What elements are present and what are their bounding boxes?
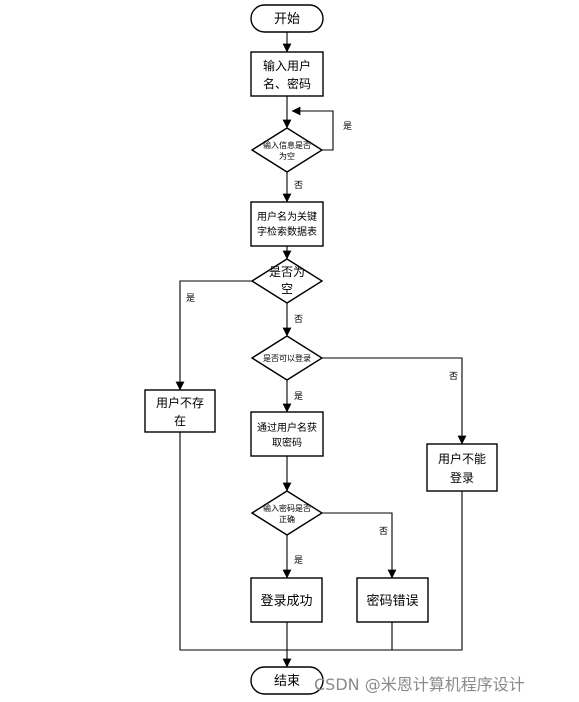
check-empty-line2: 为空 [279,151,295,161]
success-label: 登录成功 [260,594,312,609]
pwd-correct-line1: 输入密码是否 [263,503,311,513]
user-missing-line2: 在 [174,414,186,428]
cannot-login-line2: 登录 [450,470,474,485]
node-end: 结束 [250,666,324,695]
label-yes-isempty: 是 [186,293,195,304]
check-empty-line1: 输入信息是否 [263,140,311,150]
edge-labels: 是 否 是 否 否 是 否 是 [186,121,458,566]
search-label-line2: 字检索数据表 [257,225,317,238]
node-user-missing: 用户不存 在 [144,389,216,433]
label-no-pwdcorrect: 否 [379,526,388,537]
start-label: 开始 [274,12,300,27]
pwd-correct-line2: 正确 [279,514,295,524]
is-empty-line2: 空 [281,282,293,296]
input-label-line1: 输入用户 [263,58,311,73]
node-search: 用户名为关键 字检索数据表 [250,201,324,247]
end-label: 结束 [274,674,300,689]
node-pwd-correct: 输入密码是否 正确 [250,490,324,536]
node-is-empty: 是否为 空 [250,258,324,304]
edge-check-loop-yes [291,106,334,151]
pwd-error-label: 密码错误 [366,593,418,609]
label-no-check: 否 [294,180,303,191]
node-pwd-error: 密码错误 [356,577,429,623]
label-no-isempty: 否 [294,314,303,325]
search-label-line1: 用户名为关键 [257,210,317,223]
can-login-label: 是否可以登录 [263,353,311,363]
node-success: 登录成功 [250,577,323,623]
cannot-login-line1: 用户不能 [438,451,486,466]
node-cannot-login: 用户不能 登录 [426,443,498,492]
edge-missing-end [179,432,463,651]
label-yes-canlogin: 是 [294,391,303,402]
node-input: 输入用户 名、密码 [250,51,324,97]
edges [175,32,467,668]
edge-isempty-missing [175,280,252,391]
node-can-login: 是否可以登录 [250,335,324,381]
label-no-canlogin: 否 [449,371,458,382]
label-yes-pwdcorrect: 是 [294,555,303,566]
user-missing-line1: 用户不存 [156,395,204,410]
edge-canlogin-cannot [322,357,467,445]
node-get-pwd: 通过用户名获 取密码 [250,411,324,457]
get-pwd-line2: 取密码 [272,436,302,449]
input-label-line2: 名、密码 [263,76,311,91]
label-yes-loop: 是 [343,121,352,132]
node-check-empty: 输入信息是否 为空 [250,127,324,173]
get-pwd-line1: 通过用户名获 [257,421,317,434]
edge-pwdcorrect-error [322,512,397,579]
csdn-watermark: CSDN @米恩计算机程序设计 [314,675,525,694]
node-start: 开始 [250,4,324,33]
is-empty-line1: 是否为 [269,265,305,279]
